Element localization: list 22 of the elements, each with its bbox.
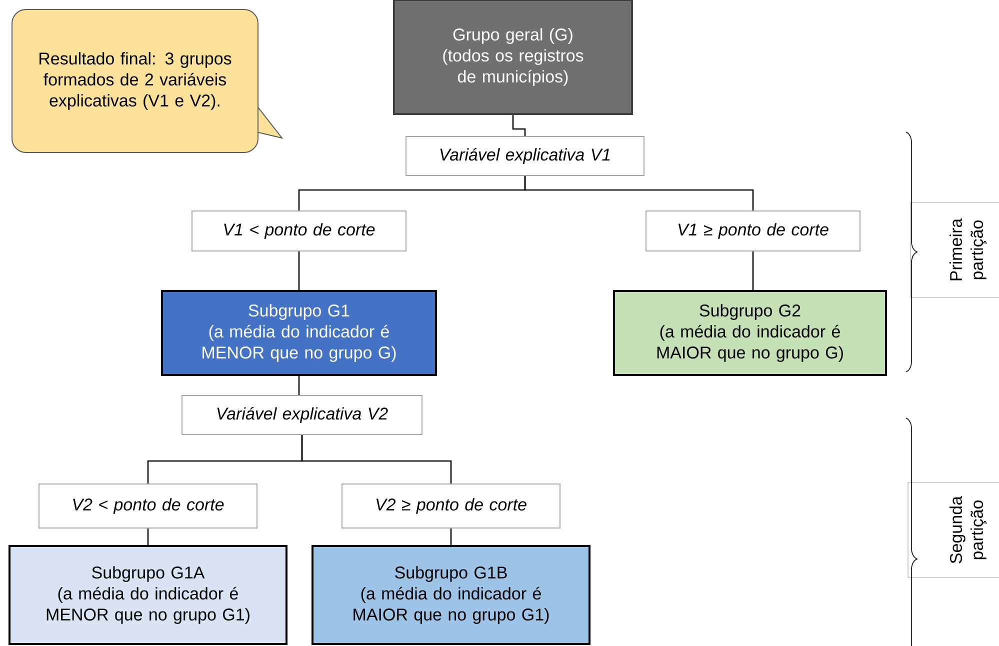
split-label-box: Variável explicativa V2: [182, 395, 422, 435]
condition-box: V2 < ponto de corte: [38, 484, 258, 528]
subgroup-box: Subgrupo G1B (a média do indicador é MAIOR que no grupo G1): [312, 545, 590, 645]
connector-line: [752, 252, 754, 290]
connector-line: [298, 252, 300, 290]
subgroup-box: Subgrupo G2 (a média do indicador é MAIOR que no grupo G): [613, 290, 887, 376]
group-box: Grupo geral (G) (todos os registros de municípios): [393, 0, 633, 115]
partition-label-box: Segunda partição: [908, 482, 999, 578]
condition-box: V1 ≥ ponto de corte: [646, 210, 860, 252]
connector-line: [147, 528, 149, 545]
partition-label-box: Primeira partição: [910, 202, 999, 298]
connector-line: [298, 376, 300, 395]
split-label-box: Variável explicativa V1: [406, 136, 644, 176]
connector-line: [524, 176, 754, 210]
connector-line: [301, 435, 452, 484]
connector-line: [450, 528, 452, 545]
condition-box: V2 ≥ ponto de corte: [342, 484, 560, 528]
subgroup-box: Subgrupo G1A (a média do indicador é MENOR que no grupo G1): [8, 545, 288, 645]
connector-line: [512, 115, 526, 136]
condition-box: V1 < ponto de corte: [192, 210, 406, 252]
subgroup-box: Subgrupo G1 (a média do indicador é MENOR que no grupo G): [161, 290, 437, 376]
speech-bubble: Resultado final: 3 grupos formados de 2 variáveis explicativas (V1 e V2).: [12, 9, 284, 153]
